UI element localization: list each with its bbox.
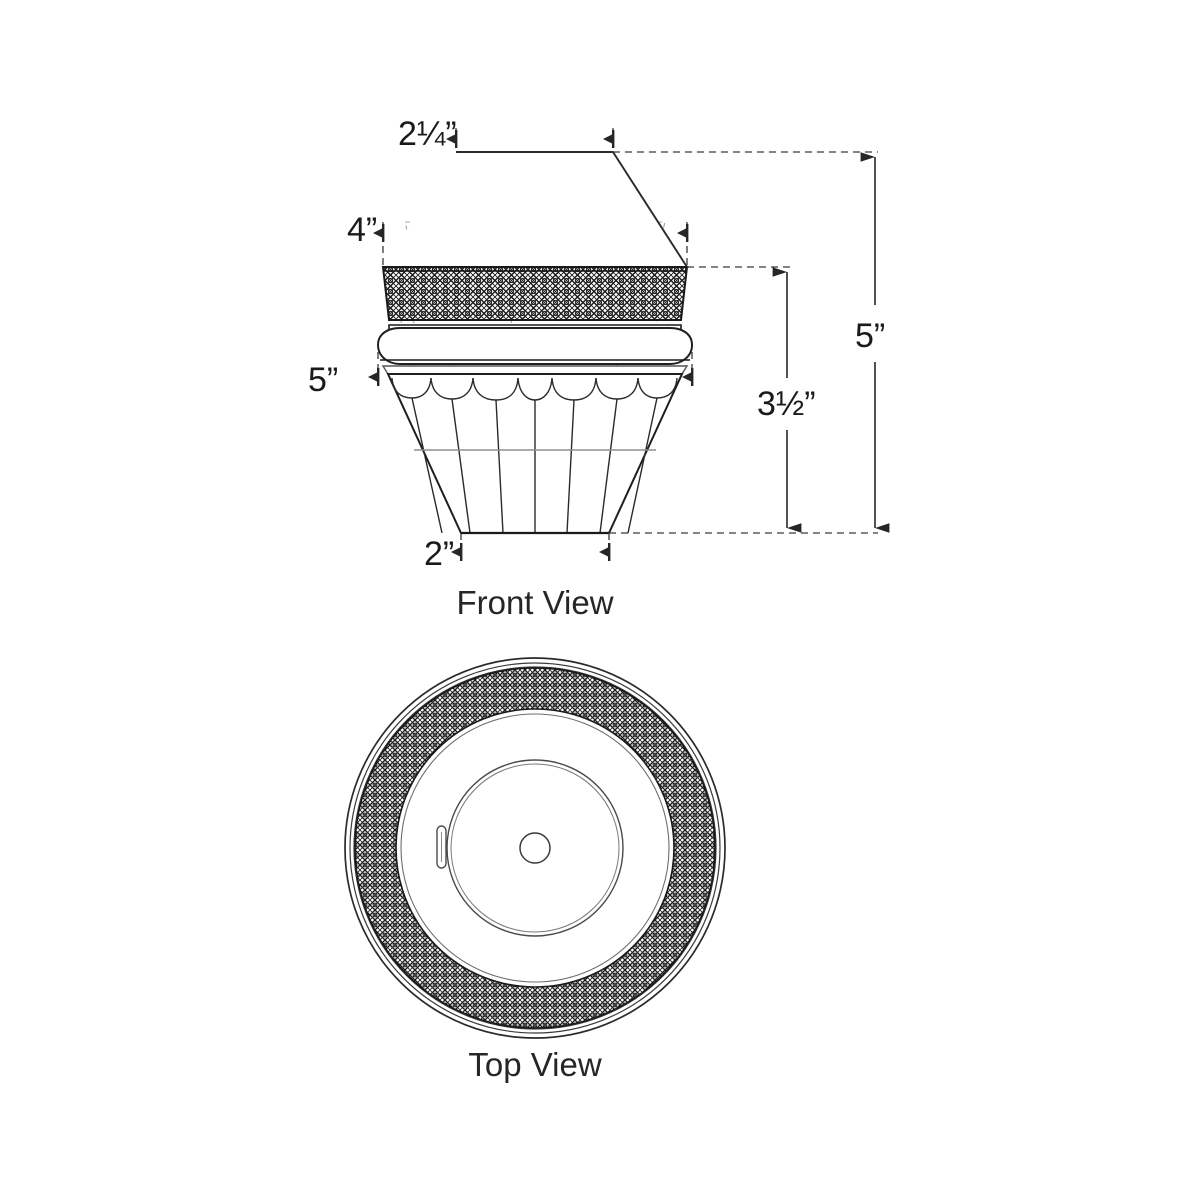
top-view-group [344,657,726,1039]
top-diffuser-disc-inner [450,763,620,933]
top-mesh-ring-inner [395,708,675,988]
front-view-label: Front View [456,584,613,621]
mark-base-right [599,543,611,561]
front-view-dimensions: 2¼” 4” 5” 2” 3½” 5” [308,115,890,573]
mark-base-left [451,543,463,561]
collar-torus [376,327,694,365]
mesh-band-outline [381,266,689,321]
dim-base-width-label: 2” [424,535,454,573]
witness-arrow-marks [368,130,694,561]
mark-bowl-right [682,368,694,386]
lamp-shade-outline [383,151,689,268]
dim-bowl-top-width-label: 5” [308,361,338,399]
collar-base-plate [381,365,689,375]
top-center-hub [519,832,551,864]
dim-top-width-label: 2¼” [398,115,457,153]
dim-body-height-label: 3½” [757,385,816,423]
top-inner-field-edge [400,713,670,983]
mark-bowl-left [368,368,380,386]
mark-top-right [603,130,615,148]
mark-mesh-left [373,224,385,242]
top-mesh-ring-outer [354,667,716,1029]
mesh-band-fill [383,267,687,320]
top-side-tab [436,825,447,869]
dim-overall-height-label: 5” [855,317,885,355]
bowl-flutes [391,377,678,534]
top-rim-inner-line-2 [353,666,717,1030]
mark-top-left [446,130,458,148]
top-view-label: Top View [468,1046,601,1083]
top-rim-inner-line-1 [349,662,721,1034]
dim-mesh-top-width-label: 4” [347,211,377,249]
front-view-group [376,151,694,535]
mark-mesh-right [677,224,689,242]
